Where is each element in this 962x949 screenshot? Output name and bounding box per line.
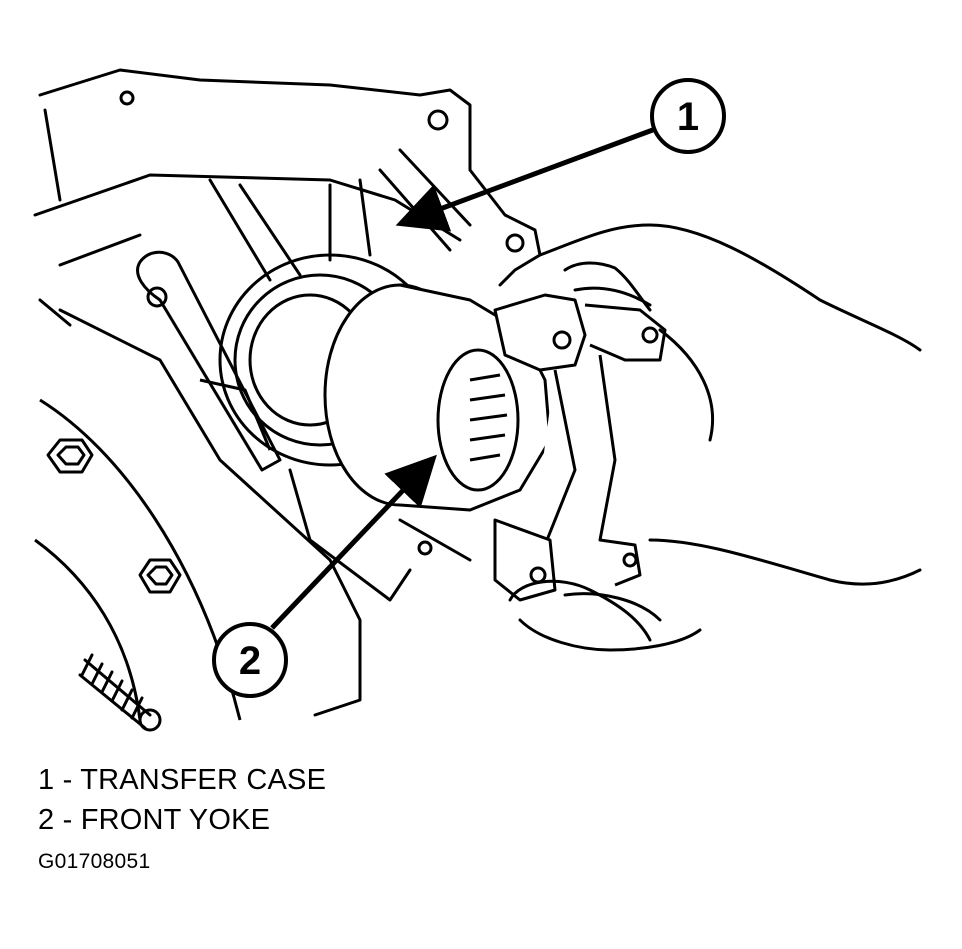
callout-2-circle bbox=[212, 622, 288, 698]
callout-2: 2 bbox=[212, 454, 437, 698]
legend-label: TRANSFER CASE bbox=[80, 764, 327, 796]
callout-1-leader bbox=[395, 125, 659, 232]
hand bbox=[508, 223, 922, 652]
shift-lever bbox=[136, 250, 282, 472]
legend-number: 2 bbox=[38, 804, 55, 836]
figure-id: G01708051 bbox=[38, 850, 151, 873]
legend-row-1: 1 - TRANSFER CASE bbox=[38, 760, 326, 800]
front-yoke bbox=[323, 283, 667, 602]
legend-row-2: 2 - FRONT YOKE bbox=[38, 800, 326, 840]
callout-1-circle bbox=[650, 78, 726, 154]
callout-1-number: 1 bbox=[677, 95, 699, 139]
callout-1: 1 bbox=[395, 78, 726, 232]
legend-separator: - bbox=[54, 764, 81, 796]
callout-2-leader bbox=[270, 454, 437, 630]
legend-number: 1 bbox=[38, 764, 55, 796]
housing-bolts bbox=[34, 398, 242, 721]
threaded-stud bbox=[78, 653, 162, 732]
legend-separator: - bbox=[54, 804, 81, 836]
transfer-case-yoke-illustration: 1 2 bbox=[33, 68, 922, 732]
callout-2-number: 2 bbox=[239, 639, 261, 683]
legend-label: FRONT YOKE bbox=[80, 804, 271, 836]
legend: 1 - TRANSFER CASE 2 - FRONT YOKE bbox=[38, 760, 326, 840]
